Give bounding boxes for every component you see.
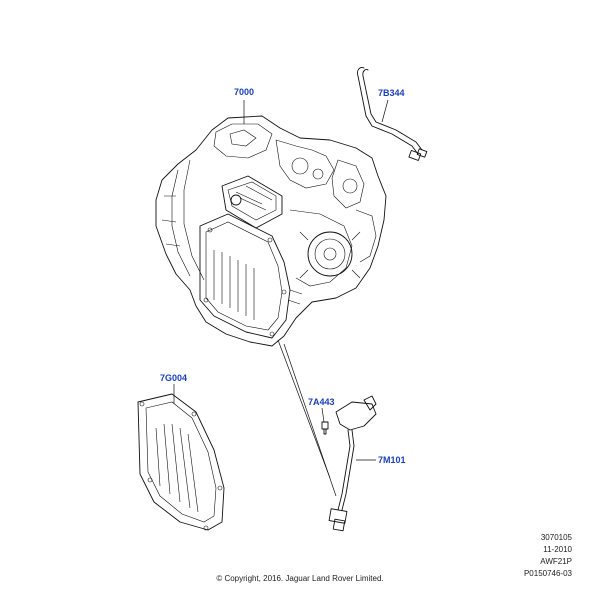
reference-date: 11-2010 (543, 545, 572, 554)
callout-7M101: 7M101 (378, 455, 406, 465)
callout-7000: 7000 (234, 87, 254, 97)
reference-block: 3070105 11-2010 AWF21P P0150746-03 (524, 532, 572, 580)
bolt[interactable] (321, 421, 329, 435)
reference-code-1: 3070105 (540, 533, 572, 542)
callout-7B344: 7B344 (378, 88, 405, 98)
copyright-notice: © Copyright, 2016. Jaguar Land Rover Lim… (216, 574, 384, 583)
leader-lines (173, 99, 389, 497)
reference-code-2: AWF21P (540, 557, 572, 566)
oil-pan[interactable] (137, 393, 225, 531)
transmission-assembly[interactable] (155, 115, 387, 347)
reference-code-3: P0150746-03 (523, 569, 572, 578)
callout-7A443: 7A443 (308, 397, 335, 407)
callout-7G004: 7G004 (160, 373, 187, 383)
oil-cooler-tube[interactable] (357, 67, 428, 161)
speed-sensor[interactable] (328, 395, 377, 532)
